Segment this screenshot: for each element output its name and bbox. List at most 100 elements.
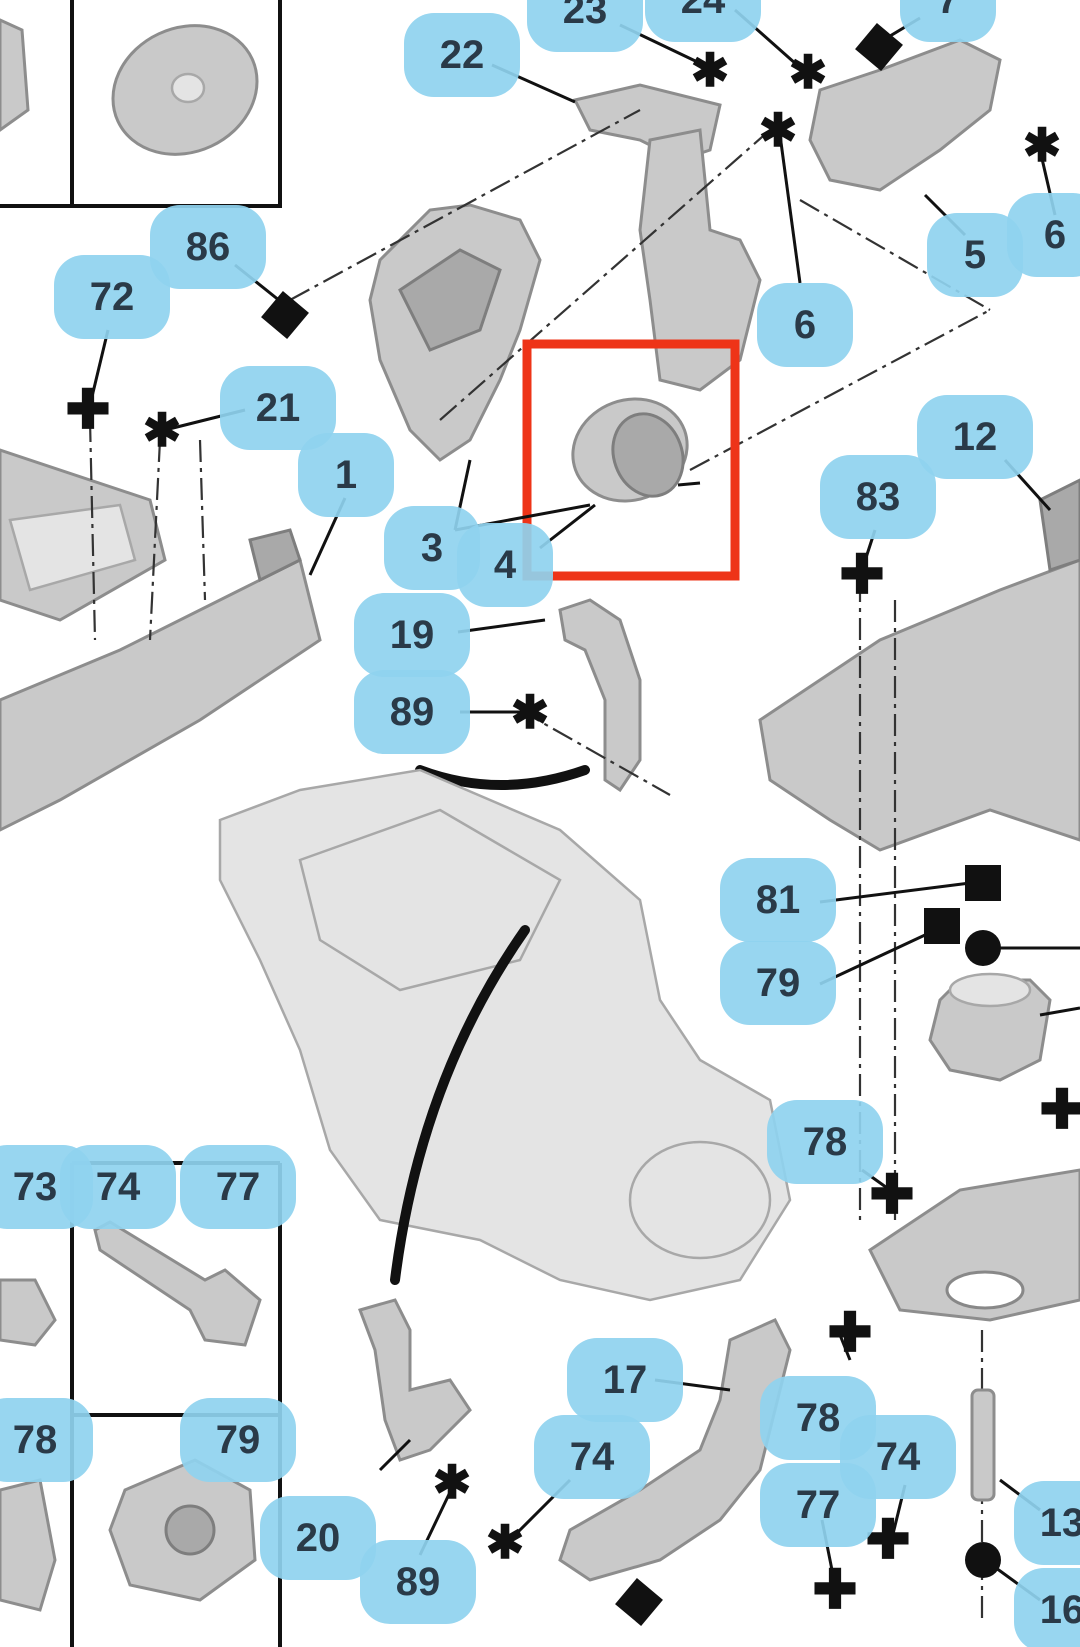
right-base-plate (868, 1168, 1080, 1620)
callout-89b: 89 (360, 1540, 476, 1624)
fastener-cross-icon: ✱ (789, 46, 828, 98)
fastener-plus-icon: ✚ (839, 545, 884, 605)
bushing-part-icon (0, 18, 30, 132)
callout-86: 86 (150, 205, 266, 289)
svg-text:79: 79 (756, 961, 801, 1005)
svg-text:3: 3 (421, 526, 443, 570)
callout-78: 78 (767, 1100, 883, 1184)
nut-part-small-icon (0, 1278, 57, 1347)
fastener-cross-icon: ✱ (433, 1456, 472, 1508)
fastener-square-icon (924, 908, 960, 944)
svg-text:74: 74 (96, 1165, 141, 1209)
svg-text:21: 21 (256, 386, 301, 430)
fastener-plus-icon: ✚ (827, 1303, 872, 1363)
svg-text:74: 74 (570, 1435, 615, 1479)
callout-3: 3 (384, 506, 480, 590)
highlight-box (522, 339, 740, 581)
svg-text:22: 22 (440, 33, 485, 77)
bolt-part-icon (93, 1220, 262, 1347)
callout-24: 24 (645, 0, 761, 42)
callout-78b: 78 (0, 1398, 93, 1482)
callout-7: 7 (900, 0, 996, 42)
svg-text:74: 74 (876, 1435, 921, 1479)
fastener-square-icon (855, 23, 903, 71)
fastener-plus-icon: ✚ (869, 1165, 914, 1225)
callout-74: 74 (60, 1145, 176, 1229)
svg-text:73: 73 (13, 1165, 58, 1209)
svg-text:20: 20 (296, 1516, 341, 1560)
left-mount-frame (0, 419, 322, 832)
callout-13: 13 (1014, 1481, 1080, 1565)
svg-text:83: 83 (856, 475, 901, 519)
callout-16: 16 (1014, 1568, 1080, 1647)
svg-text:78: 78 (13, 1418, 58, 1462)
svg-text:1: 1 (335, 453, 357, 497)
fastener-square-icon (261, 291, 309, 339)
fastener-dot-icon (965, 930, 1001, 966)
svg-text:81: 81 (756, 878, 801, 922)
callout-72: 72 (54, 255, 170, 339)
callout-89: 89 (354, 670, 470, 754)
callout-6b: 6 (1007, 193, 1080, 277)
callout-22: 22 (404, 13, 520, 97)
callout-21: 21 (220, 366, 336, 450)
callout-4: 4 (457, 523, 553, 607)
callout-78c: 78 (760, 1376, 876, 1460)
callout-19: 19 (354, 593, 470, 677)
svg-text:79: 79 (216, 1418, 261, 1462)
svg-text:24: 24 (681, 0, 726, 22)
fastener-plus-icon: ✚ (812, 1560, 857, 1620)
svg-text:77: 77 (796, 1483, 841, 1527)
callout-79: 79 (720, 941, 836, 1025)
svg-text:4: 4 (494, 543, 517, 587)
engine-gearbox-assembly (218, 768, 792, 1302)
svg-text:17: 17 (603, 1358, 648, 1402)
right-mount-bushing (928, 972, 1052, 1082)
callout-1: 1 (298, 433, 394, 517)
fastener-cross-icon: ✱ (1023, 119, 1062, 171)
svg-text:78: 78 (803, 1120, 848, 1164)
fastener-cross-icon: ✱ (691, 44, 730, 96)
upper-mount-bracket (289, 38, 1002, 471)
svg-text:86: 86 (186, 225, 231, 269)
svg-text:78: 78 (796, 1396, 841, 1440)
fastener-square-icon (615, 1578, 663, 1626)
callout-5: 5 (927, 213, 1023, 297)
callout-12: 12 (917, 395, 1033, 479)
inset-top-left (0, 0, 282, 208)
svg-text:5: 5 (964, 233, 986, 277)
fasteners: ✱ ✱ ✱ ✱ ✱ ✱ ✱ ✱ ✚ ✚ ✚ ✚ ✚ ✚ ✚ (65, 23, 1080, 1626)
svg-text:13: 13 (1040, 1501, 1080, 1545)
svg-text:16: 16 (1040, 1588, 1080, 1632)
callout-74b: 74 (534, 1415, 650, 1499)
fastener-dot-icon (965, 1542, 1001, 1578)
fastener-cross-icon: ✱ (143, 404, 182, 456)
lower-bracket-17 (558, 1318, 792, 1582)
callout-6: 6 (757, 283, 853, 367)
svg-text:23: 23 (563, 0, 608, 32)
svg-text:12: 12 (953, 415, 998, 459)
svg-text:19: 19 (390, 613, 435, 657)
callout-83: 83 (820, 455, 936, 539)
svg-text:89: 89 (390, 690, 435, 734)
fastener-plus-icon: ✚ (1039, 1080, 1080, 1140)
small-bracket-19 (415, 598, 671, 796)
callout-77b: 77 (760, 1463, 876, 1547)
callout-17: 17 (567, 1338, 683, 1422)
callout-79b: 79 (180, 1398, 296, 1482)
callout-23: 23 (527, 0, 643, 52)
fastener-plus-icon: ✚ (65, 380, 110, 440)
callout-81: 81 (720, 858, 836, 942)
svg-text:7: 7 (937, 0, 959, 22)
svg-text:77: 77 (216, 1165, 261, 1209)
lower-bracket-20 (358, 1298, 472, 1462)
flange-part-icon (0, 1478, 57, 1612)
callout-20: 20 (260, 1496, 376, 1580)
svg-text:6: 6 (794, 303, 816, 347)
fastener-cross-icon: ✱ (511, 686, 550, 738)
svg-text:89: 89 (396, 1560, 441, 1604)
fastener-square-icon (965, 865, 1001, 901)
callout-77: 77 (180, 1145, 296, 1229)
